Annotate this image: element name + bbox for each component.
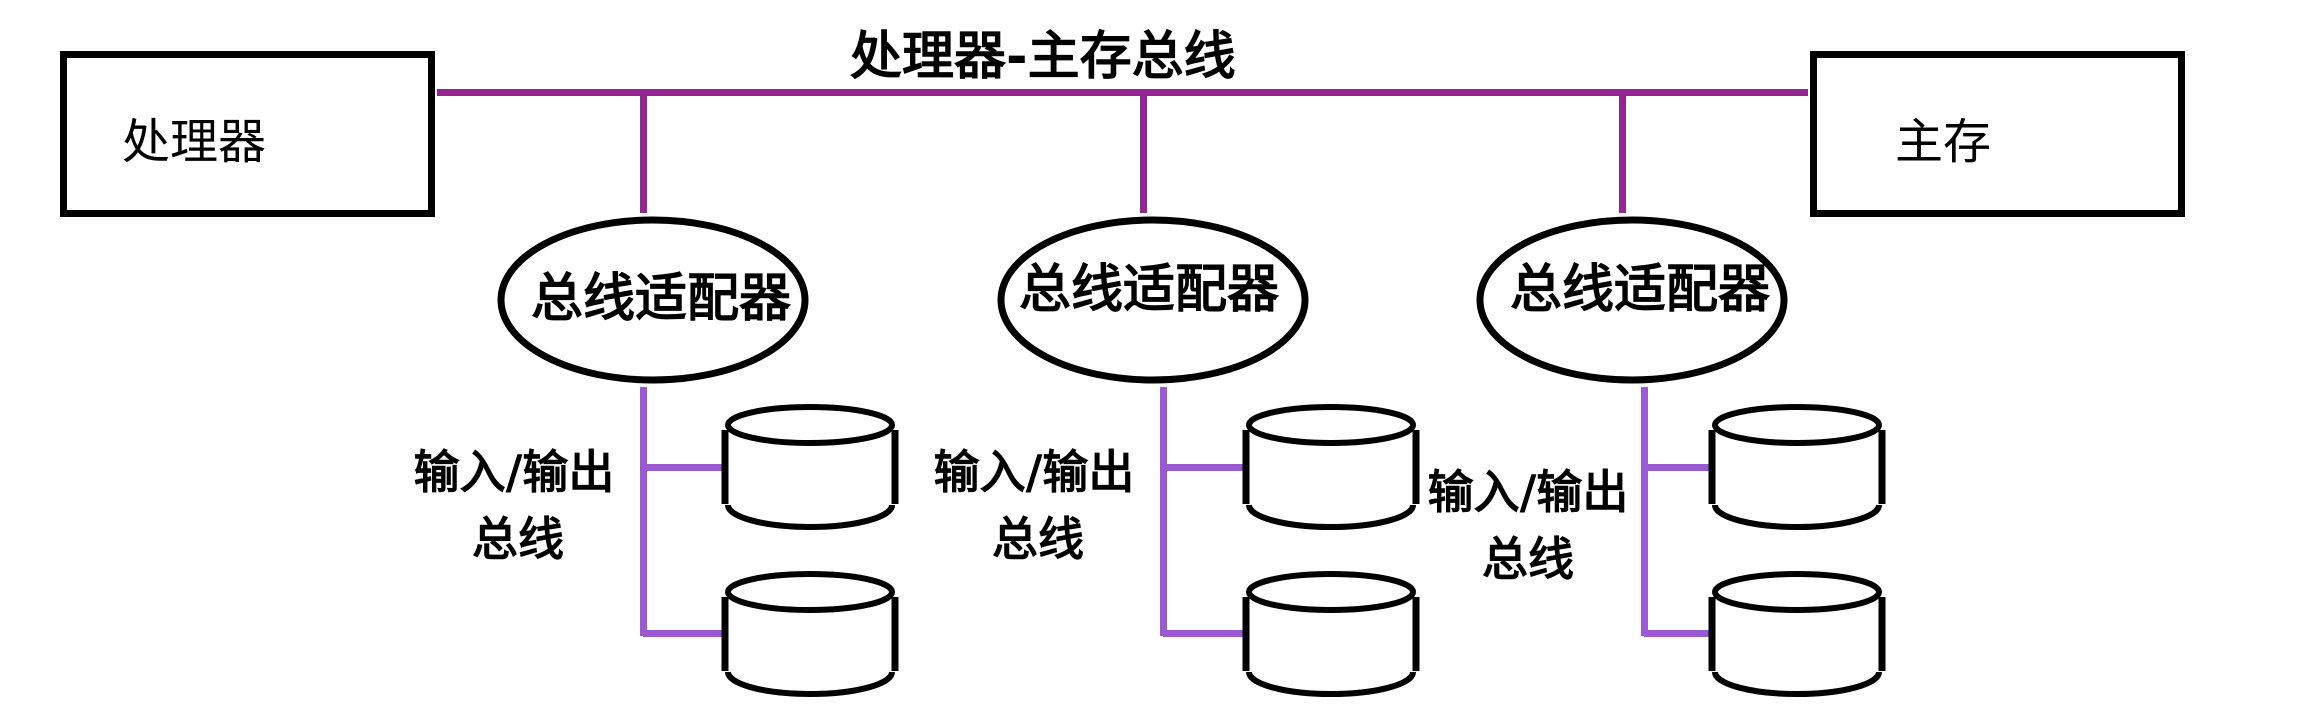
disk-icon: [1242, 404, 1420, 530]
disk-bottom-arc: [725, 504, 895, 530]
adapter-group-2: 总线适配器 输入/输出 总线: [934, 96, 1420, 697]
disk-icon: [1242, 571, 1420, 697]
disk-bottom-arc: [725, 671, 895, 697]
bus-title: 处理器-主存总线: [850, 27, 1236, 87]
adapter-group-3: 总线适配器 输入/输出 总线: [1428, 96, 1886, 697]
disk-bottom-arc: [1712, 671, 1882, 697]
disk-top: [1246, 571, 1416, 613]
processor-box-outline: [60, 51, 435, 217]
disk-bottom-arc: [1246, 671, 1416, 697]
disk-icon: [721, 404, 899, 530]
disk-top: [1712, 404, 1882, 446]
bus-adapter-label: 总线适配器: [531, 269, 792, 329]
io-bus-label-line2: 总线: [992, 512, 1084, 566]
memory-box: 主存: [1810, 51, 2185, 217]
disk-icon: [1708, 404, 1886, 530]
bus-adapter-label: 总线适配器: [1510, 260, 1771, 320]
disk-top: [1712, 571, 1882, 613]
disk-top: [1246, 404, 1416, 446]
processor-box: 处理器: [60, 51, 435, 217]
disk-bottom-arc: [1712, 504, 1882, 530]
memory-box-outline: [1810, 51, 2185, 217]
io-bus-label-line1: 输入/输出: [414, 445, 615, 499]
disk-bottom-arc: [1246, 504, 1416, 530]
bus-adapter-ellipse: [997, 216, 1309, 384]
io-bus-label-line1: 输入/输出: [1428, 465, 1629, 519]
bus-adapter-ellipse: [497, 216, 809, 384]
disk-icon: [721, 571, 899, 697]
io-bus-label-line2: 总线: [472, 512, 564, 566]
processor-label: 处理器: [122, 114, 266, 170]
bus-adapter-label: 总线适配器: [1019, 260, 1280, 320]
io-bus-label-line1: 输入/输出: [934, 445, 1135, 499]
adapter-group-1: 总线适配器 输入/输出 总线: [414, 96, 899, 697]
memory-label: 主存: [1895, 114, 1991, 170]
disk-top: [725, 571, 895, 613]
io-bus-label-line2: 总线: [1482, 532, 1574, 586]
bus-adapter-ellipse: [1476, 216, 1788, 384]
disk-icon: [1708, 571, 1886, 697]
disk-top: [725, 404, 895, 446]
